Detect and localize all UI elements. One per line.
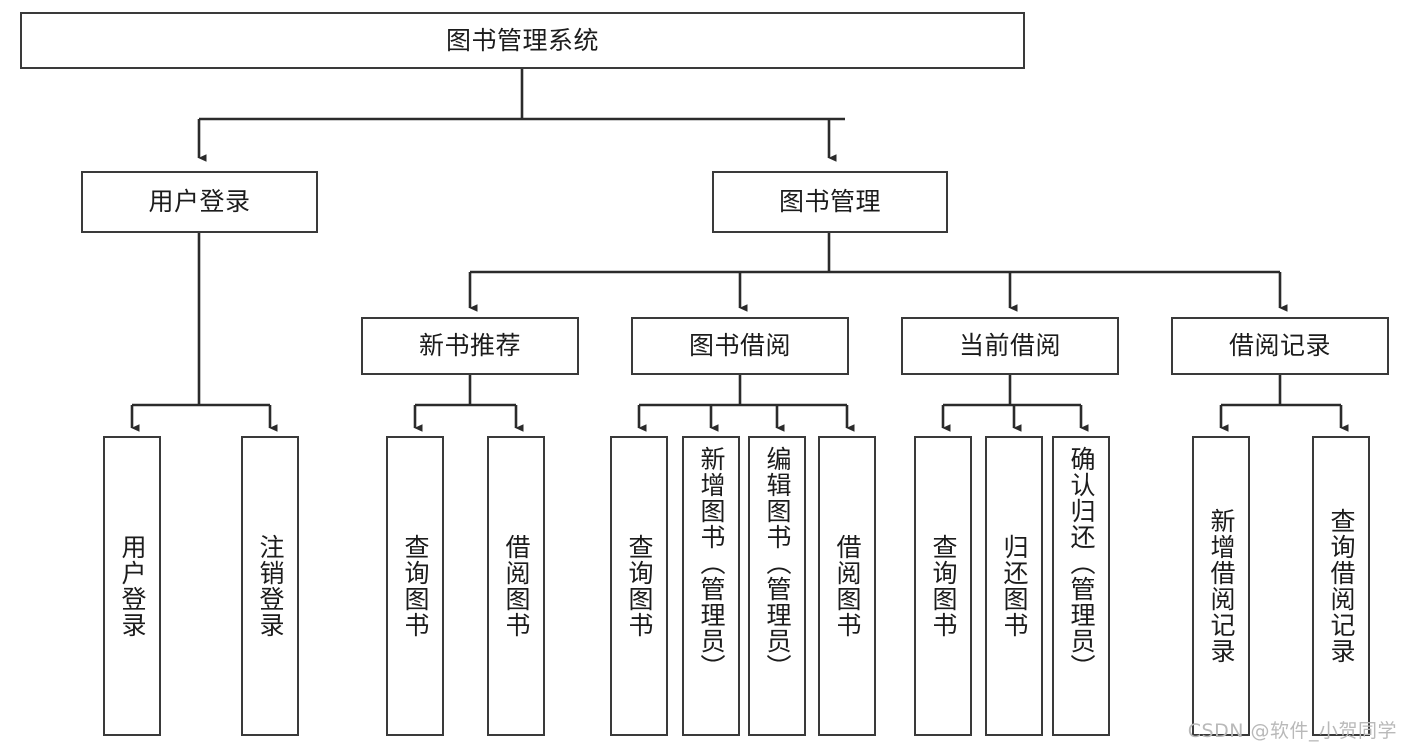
node-new-book-recommend-label: 新书推荐 xyxy=(418,331,521,361)
node-leaf-add-record[interactable]: 新增借阅记录 xyxy=(1192,436,1250,736)
node-leaf-return-book-label: 归还图书 xyxy=(1000,534,1029,638)
node-user-login[interactable]: 用户登录 xyxy=(81,171,318,233)
node-leaf-user-login-label: 用户登录 xyxy=(118,534,147,638)
node-leaf-query-book-1-label: 查询图书 xyxy=(401,534,430,638)
node-leaf-query-book-2-label: 查询图书 xyxy=(625,534,654,638)
csdn-watermark: CSDN @软件_小贺同学 xyxy=(1187,720,1397,742)
node-root[interactable]: 图书管理系统 xyxy=(20,12,1025,69)
node-current-borrow-label: 当前借阅 xyxy=(958,331,1061,361)
node-leaf-query-book-2[interactable]: 查询图书 xyxy=(610,436,668,736)
node-leaf-borrow-book-1-label: 借阅图书 xyxy=(502,534,531,638)
node-book-manage[interactable]: 图书管理 xyxy=(712,171,948,233)
node-leaf-logout-label: 注销登录 xyxy=(256,534,285,638)
node-leaf-query-record[interactable]: 查询借阅记录 xyxy=(1312,436,1370,736)
node-book-borrow[interactable]: 图书借阅 xyxy=(631,317,849,375)
node-user-login-label: 用户登录 xyxy=(148,187,251,217)
node-borrow-record[interactable]: 借阅记录 xyxy=(1171,317,1389,375)
node-leaf-add-book-label: 新增图书（管理员） xyxy=(697,446,726,680)
node-leaf-edit-book-label: 编辑图书（管理员） xyxy=(763,446,792,680)
node-borrow-record-label: 借阅记录 xyxy=(1228,331,1331,361)
edge-userlogin-to-leaves xyxy=(130,233,278,432)
node-leaf-edit-book[interactable]: 编辑图书（管理员） xyxy=(748,436,806,736)
node-book-manage-label: 图书管理 xyxy=(778,187,881,217)
edge-bookborrow-to-leaves xyxy=(637,375,855,432)
edge-bookmanage-to-level2 xyxy=(468,233,1288,312)
node-leaf-query-book-3-label: 查询图书 xyxy=(929,534,958,638)
node-leaf-add-record-label: 新增借阅记录 xyxy=(1207,508,1236,664)
node-leaf-borrow-book-2[interactable]: 借阅图书 xyxy=(818,436,876,736)
node-new-book-recommend[interactable]: 新书推荐 xyxy=(361,317,579,375)
edge-currentborrow-to-leaves xyxy=(941,375,1089,432)
edge-newbook-to-leaves xyxy=(413,375,524,432)
node-leaf-borrow-book-2-label: 借阅图书 xyxy=(833,534,862,638)
node-current-borrow[interactable]: 当前借阅 xyxy=(901,317,1119,375)
node-leaf-logout[interactable]: 注销登录 xyxy=(241,436,299,736)
node-leaf-confirm-return[interactable]: 确认归还（管理员） xyxy=(1052,436,1110,736)
node-root-label: 图书管理系统 xyxy=(445,25,599,55)
edge-root-to-level1 xyxy=(197,69,845,162)
node-leaf-query-book-3[interactable]: 查询图书 xyxy=(914,436,972,736)
node-leaf-add-book[interactable]: 新增图书（管理员） xyxy=(682,436,740,736)
node-leaf-confirm-return-label: 确认归还（管理员） xyxy=(1067,446,1096,680)
node-book-borrow-label: 图书借阅 xyxy=(688,331,791,361)
edge-borrowrecord-to-leaves xyxy=(1219,375,1349,432)
node-leaf-user-login[interactable]: 用户登录 xyxy=(103,436,161,736)
node-leaf-return-book[interactable]: 归还图书 xyxy=(985,436,1043,736)
node-leaf-borrow-book-1[interactable]: 借阅图书 xyxy=(487,436,545,736)
node-leaf-query-record-label: 查询借阅记录 xyxy=(1327,508,1356,664)
node-leaf-query-book-1[interactable]: 查询图书 xyxy=(386,436,444,736)
